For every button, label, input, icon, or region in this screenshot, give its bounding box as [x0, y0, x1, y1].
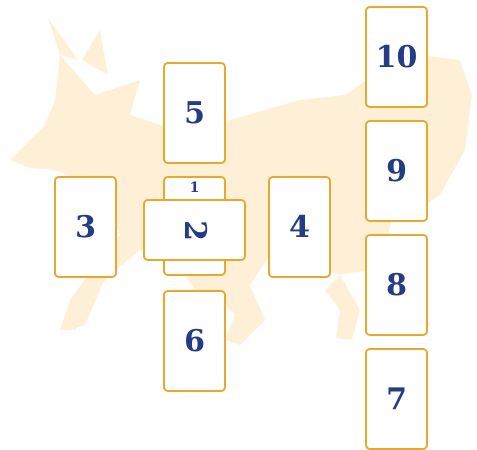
card-8[interactable]: 8 [365, 234, 428, 336]
card-2[interactable]: 2 [143, 199, 246, 261]
card-9[interactable]: 9 [365, 120, 428, 222]
card-7[interactable]: 7 [365, 348, 428, 450]
card-5[interactable]: 5 [163, 62, 226, 164]
card-6[interactable]: 6 [163, 290, 226, 392]
card-3[interactable]: 3 [54, 176, 117, 278]
card-10[interactable]: 10 [365, 6, 428, 108]
card-4[interactable]: 4 [268, 176, 331, 278]
